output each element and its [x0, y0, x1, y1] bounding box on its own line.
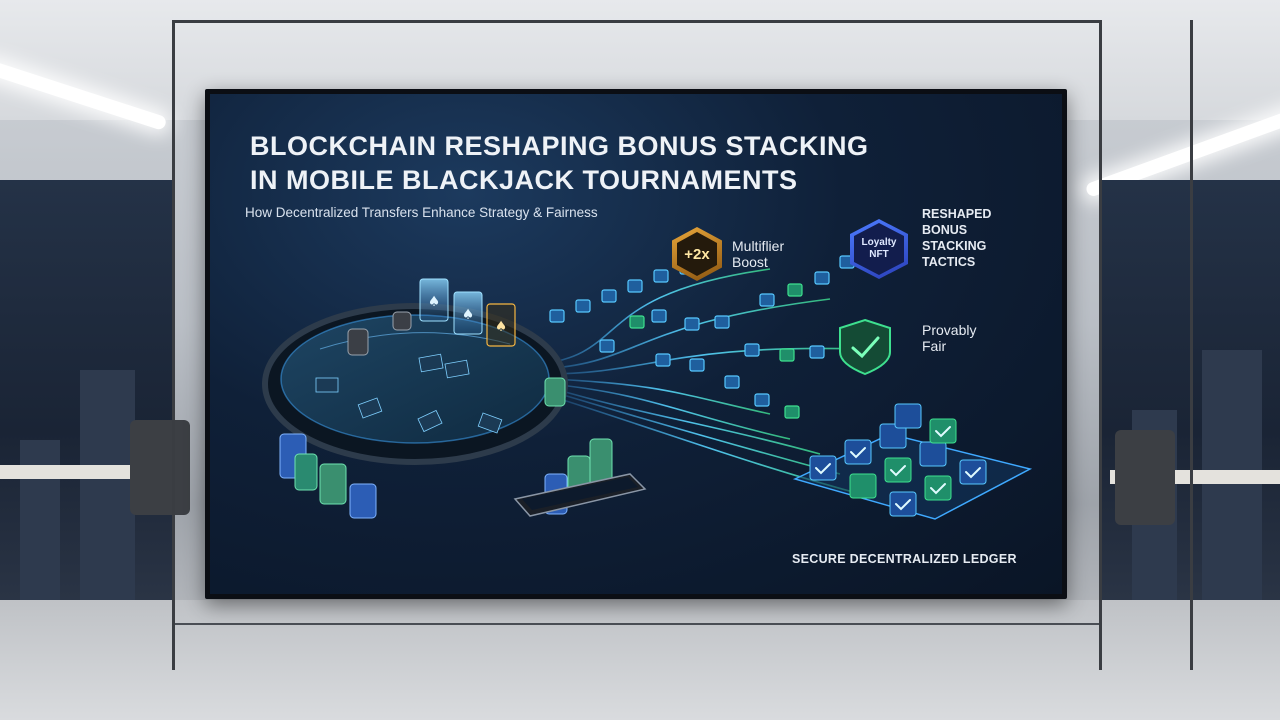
blackjack-table [262, 303, 568, 465]
chair-right [1115, 430, 1175, 525]
loyalty-nft-badge: Loyalty NFT [850, 219, 908, 279]
office-window-left [0, 180, 172, 600]
slide-title-line2: IN MOBILE BLACKJACK TOURNAMENTS [250, 165, 798, 195]
reshaped-line3: STACKING [922, 239, 987, 253]
nft-badge-line2: NFT [869, 249, 889, 260]
svg-text:♠: ♠ [428, 294, 441, 310]
multiplier-label-line2: Boost [732, 254, 768, 270]
shield-check-icon [839, 318, 891, 376]
floating-cards: ♠ ♠ ♠ [419, 278, 516, 347]
svg-text:♠: ♠ [462, 307, 475, 323]
ledger-label: SECURE DECENTRALIZED LEDGER [792, 552, 1017, 566]
fair-line1: Provably [922, 322, 977, 338]
reshaped-tactics-label: RESHAPED BONUS STACKING TACTICS [922, 206, 991, 270]
slide-subtitle: How Decentralized Transfers Enhance Stra… [245, 205, 598, 220]
nft-badge-line1: Loyalty [861, 237, 897, 248]
reshaped-line2: BONUS [922, 223, 968, 237]
slide-title-line1: BLOCKCHAIN RESHAPING BONUS STACKING [250, 131, 869, 161]
decentralized-ledger-grid [792, 403, 1033, 520]
smartphone [513, 473, 647, 517]
svg-text:♠: ♠ [495, 319, 508, 335]
slide-title: BLOCKCHAIN RESHAPING BONUS STACKING IN M… [250, 129, 869, 197]
multiplier-value: +2x [684, 245, 710, 263]
reshaped-line1: RESHAPED [922, 207, 992, 221]
fair-line2: Fair [922, 338, 947, 354]
slide-illustration: ♠ ♠ ♠ [262, 255, 1033, 520]
block-chain-middle [599, 309, 825, 419]
glass-partition-post [1190, 20, 1193, 670]
reshaped-line4: TACTICS [922, 255, 976, 269]
office-floor [0, 600, 1280, 720]
display-screen: ♠ ♠ ♠ [205, 89, 1067, 599]
provably-fair-label: Provably Fair [922, 322, 976, 354]
chair-left [130, 420, 190, 515]
multiplier-label-line1: Multiflier [732, 238, 785, 254]
slide-canvas: ♠ ♠ ♠ [210, 94, 1062, 594]
multiplier-label: Multiflier Boost [732, 238, 784, 270]
glass-partition [172, 20, 1102, 670]
